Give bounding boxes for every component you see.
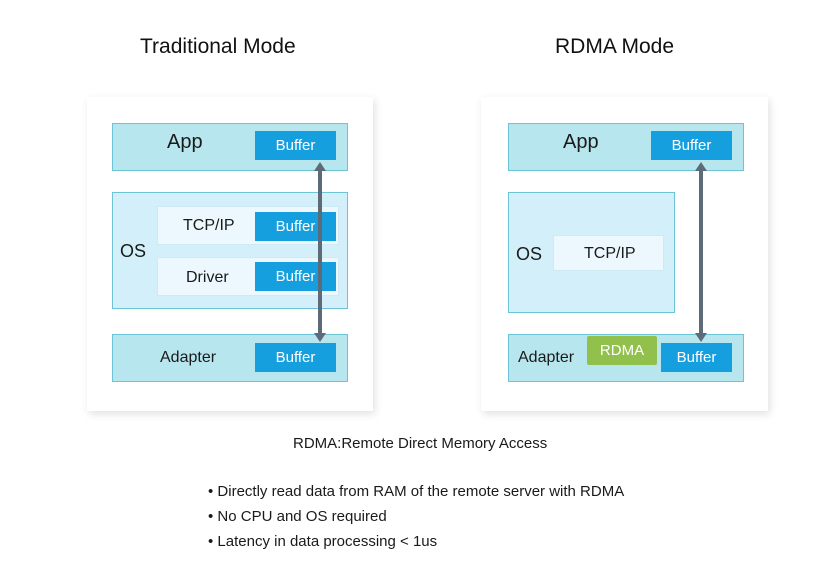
- traditional-mode-title: Traditional Mode: [140, 35, 296, 58]
- arrow-head-up: [695, 162, 707, 171]
- rdma-adapter-buffer: Buffer: [661, 343, 732, 372]
- rdma-os-label: OS: [516, 244, 543, 264]
- traditional-app-buffer: Buffer: [255, 131, 336, 160]
- rdma-app-buffer: Buffer: [651, 131, 732, 160]
- arrow-head-down: [314, 333, 326, 342]
- arrow-shaft: [699, 171, 703, 333]
- bullet-item: • No CPU and OS required: [208, 508, 387, 525]
- rdma-app-label: App: [563, 131, 599, 153]
- traditional-driver-label: Driver: [186, 269, 229, 286]
- traditional-os-label: OS: [120, 241, 147, 261]
- traditional-adapter-label: Adapter: [160, 349, 217, 366]
- arrow-shaft: [318, 171, 322, 333]
- rdma-double-arrow: [694, 162, 708, 342]
- arrow-head-down: [695, 333, 707, 342]
- traditional-double-arrow: [313, 162, 327, 342]
- traditional-tcpip-label: TCP/IP: [183, 217, 235, 234]
- rdma-definition-caption: RDMA:Remote Direct Memory Access: [293, 435, 548, 452]
- bullet-item: • Directly read data from RAM of the rem…: [208, 483, 625, 500]
- rdma-tcpip-block: [553, 235, 664, 271]
- rdma-tcpip-label: TCP/IP: [584, 245, 636, 262]
- traditional-adapter-buffer: Buffer: [255, 343, 336, 372]
- traditional-tcpip-buffer: Buffer: [255, 212, 336, 241]
- rdma-mode-title: RDMA Mode: [555, 35, 675, 58]
- bullet-item: • Latency in data processing < 1us: [208, 533, 438, 550]
- traditional-app-label: App: [167, 131, 203, 153]
- traditional-driver-buffer: Buffer: [255, 262, 336, 291]
- rdma-adapter-label: Adapter: [518, 349, 575, 366]
- arrow-head-up: [314, 162, 326, 171]
- rdma-badge: RDMA: [587, 336, 657, 365]
